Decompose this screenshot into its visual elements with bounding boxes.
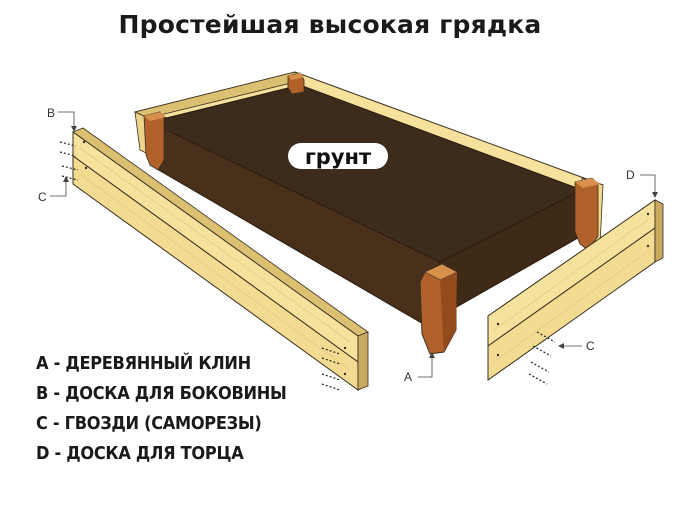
soil-label-text: грунт xyxy=(305,145,372,169)
side-board-b xyxy=(72,127,369,391)
nails-right xyxy=(528,331,556,385)
soil-block xyxy=(148,84,584,327)
page-title: Простейшая высокая грядка xyxy=(118,10,542,39)
legend-item-end-board: D - ДОСКА ДЛЯ ТОРЦА xyxy=(36,443,244,464)
callout-arrowheads xyxy=(63,126,658,358)
callout-b: B xyxy=(47,106,55,120)
legend-item-side-board: В - ДОСКА ДЛЯ БОКОВИНЫ xyxy=(36,383,287,404)
nails-left-top xyxy=(59,141,79,181)
soil-label: грунт xyxy=(288,143,388,169)
wedge-left xyxy=(143,111,166,171)
callout-d: D xyxy=(626,168,635,182)
legend-item-wedge: А - ДЕРЕВЯННЫЙ КЛИН xyxy=(36,353,251,374)
callout-c-right: C xyxy=(586,339,595,353)
legend: А - ДЕРЕВЯННЫЙ КЛИН В - ДОСКА ДЛЯ БОКОВИ… xyxy=(36,349,287,469)
nails-left-bottom xyxy=(321,347,341,391)
wedge-front xyxy=(419,263,458,355)
callout-leaders xyxy=(50,111,656,378)
callout-a: A xyxy=(404,370,412,384)
legend-item-nails: С - ГВОЗДИ (САМОРЕЗЫ) xyxy=(36,413,262,434)
end-board-d xyxy=(487,199,664,381)
callout-c-left: C xyxy=(38,190,47,204)
wedge-back xyxy=(287,72,305,95)
